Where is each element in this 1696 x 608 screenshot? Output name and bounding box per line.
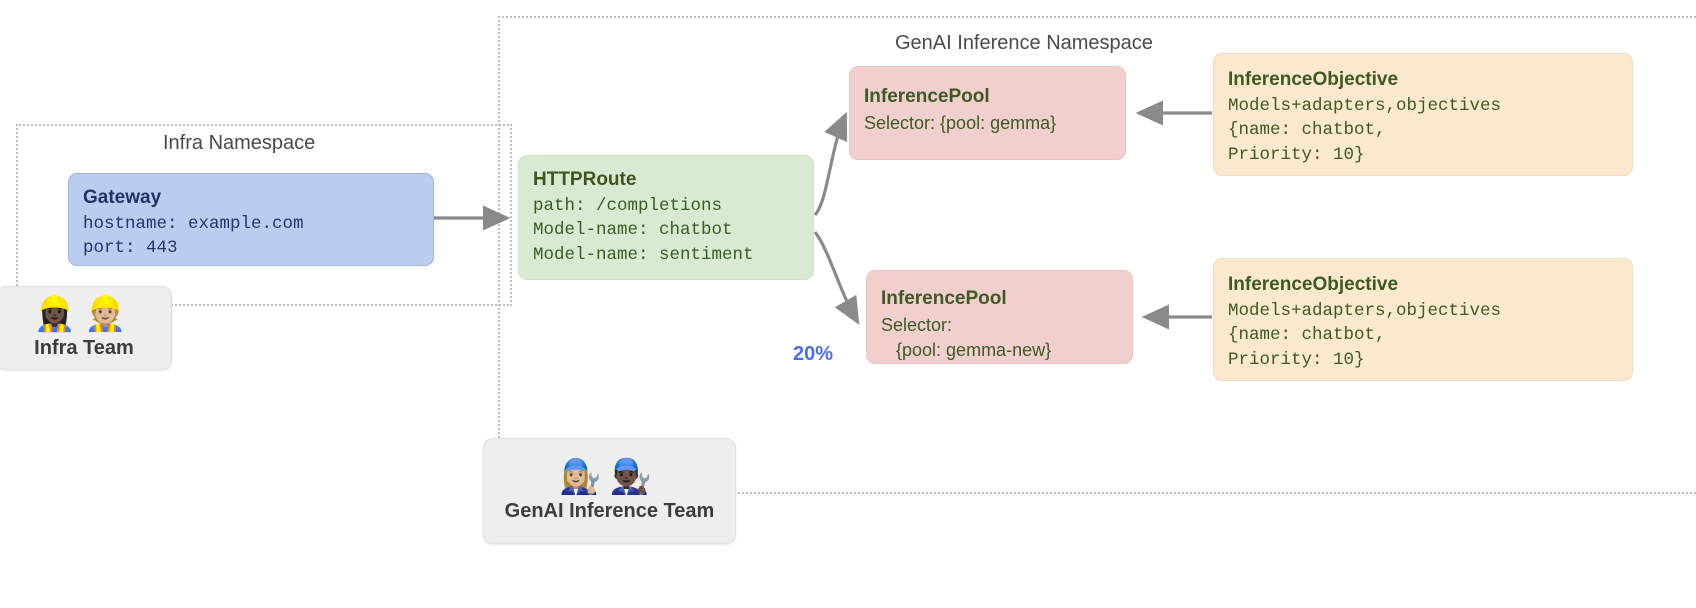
traffic-weight-label: 20% bbox=[793, 343, 834, 365]
node-inferenceobjective-bottom-line-1: Models+adapters,objectives bbox=[1228, 300, 1502, 321]
node-inferenceobjective-top-title: InferenceObjective bbox=[1228, 69, 1399, 90]
node-inferenceobjective-bottom-line-3: Priority: 10} bbox=[1228, 350, 1365, 371]
node-inferencepool-gemma-selector: Selector: {pool: gemma} bbox=[864, 112, 1057, 133]
node-gateway-line-2: port: 443 bbox=[83, 238, 178, 259]
node-gateway[interactable]: Gateway hostname: example.com port: 443 bbox=[68, 173, 434, 266]
node-inferenceobjective-top-line-1: Models+adapters,objectives bbox=[1228, 95, 1502, 116]
node-gateway-title: Gateway bbox=[83, 187, 162, 208]
node-inferenceobjective-bottom-title: InferenceObjective bbox=[1228, 274, 1399, 295]
genai-team-people-icon: 👩🏼‍🔧👨🏿‍🔧 bbox=[559, 456, 660, 497]
namespace-box-genai bbox=[498, 16, 1696, 494]
node-inferencepool-gemma-new-title: InferencePool bbox=[881, 288, 1007, 309]
team-card-infra-label: Infra Team bbox=[34, 336, 134, 359]
node-inferencepool-gemma-new[interactable]: InferencePool Selector: {pool: gemma-new… bbox=[866, 270, 1133, 364]
node-httproute-title: HTTPRoute bbox=[533, 169, 637, 190]
node-httproute[interactable]: HTTPRoute path: /completions Model-name:… bbox=[518, 155, 814, 280]
node-inferencepool-gemma-title: InferencePool bbox=[864, 86, 990, 107]
node-gateway-line-1: hostname: example.com bbox=[83, 213, 304, 234]
node-inferenceobjective-bottom-line-2: {name: chatbot, bbox=[1228, 325, 1386, 346]
namespace-title-genai: GenAI Inference Namespace bbox=[895, 32, 1153, 54]
team-card-genai-label: GenAI Inference Team bbox=[504, 499, 715, 522]
team-card-genai[interactable]: 👩🏼‍🔧👨🏿‍🔧 GenAI Inference Team bbox=[483, 438, 736, 544]
namespace-title-infra: Infra Namespace bbox=[163, 132, 316, 154]
node-inferencepool-gemma-new-selector-2: {pool: gemma-new} bbox=[881, 340, 1052, 361]
node-inferenceobjective-top[interactable]: InferenceObjective Models+adapters,objec… bbox=[1213, 53, 1633, 176]
node-httproute-line-3: Model-name: sentiment bbox=[533, 245, 754, 266]
node-httproute-line-2: Model-name: chatbot bbox=[533, 220, 733, 241]
infra-team-people-icon: 👷🏿‍♀️👷🏼 bbox=[33, 293, 135, 334]
node-httproute-line-1: path: /completions bbox=[533, 195, 723, 216]
node-inferenceobjective-top-line-2: {name: chatbot, bbox=[1228, 120, 1386, 141]
team-card-infra[interactable]: 👷🏿‍♀️👷🏼 Infra Team bbox=[0, 286, 172, 370]
node-inferenceobjective-bottom[interactable]: InferenceObjective Models+adapters,objec… bbox=[1213, 258, 1633, 381]
namespace-box-infra bbox=[16, 124, 512, 306]
node-inferenceobjective-top-line-3: Priority: 10} bbox=[1228, 145, 1365, 166]
node-inferencepool-gemma-new-selector-1: Selector: bbox=[881, 314, 953, 335]
node-inferencepool-gemma[interactable]: InferencePool Selector: {pool: gemma} bbox=[849, 66, 1126, 160]
